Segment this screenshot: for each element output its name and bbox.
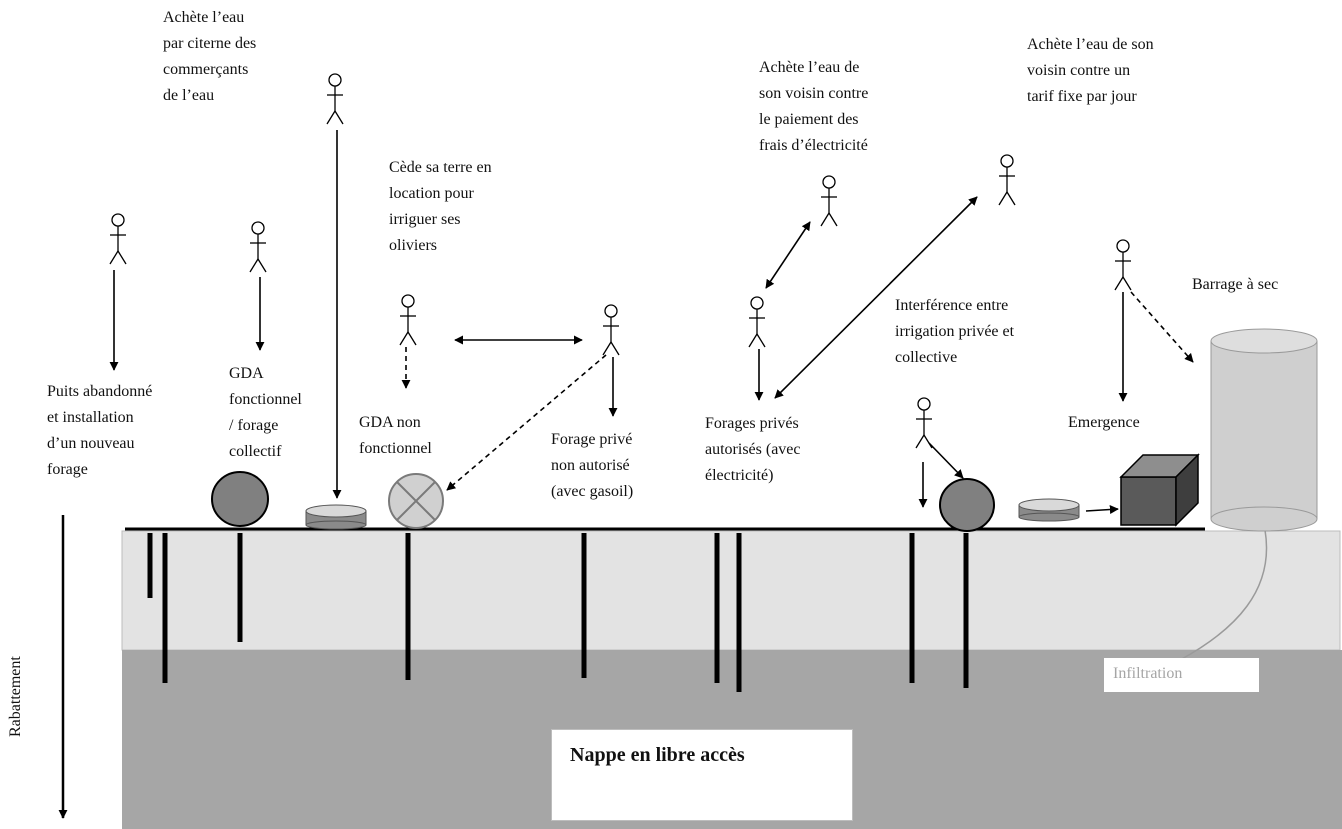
- stick-figures: [109, 73, 1132, 449]
- stick-figure-icon: [998, 154, 1016, 206]
- label-buys-neighbor-fixed: Achète l’eau de son voisin contre un tar…: [1027, 36, 1154, 105]
- label-interference: Interférence entre irrigation privée et …: [895, 297, 1015, 366]
- arrow-unauthorized-dashed: [446, 354, 607, 491]
- dam-cylinder-icon: [1210, 328, 1318, 532]
- stick-figure-icon: [326, 73, 344, 125]
- label-aquifer: Nappe en libre accès: [570, 744, 745, 766]
- emergence-box-icon: [1119, 453, 1200, 527]
- arrows: [109, 130, 1194, 514]
- label-buys-neighbor-electricity: Achète l’eau de son voisin contre le pai…: [759, 59, 869, 154]
- stick-figure-icon: [109, 213, 127, 265]
- wells: [147, 533, 969, 692]
- label-private-authorized: Forages privés autorisés (avec électrici…: [705, 415, 801, 484]
- label-emergence: Emergence: [1068, 414, 1140, 431]
- pumping-station-icon: [939, 478, 995, 532]
- pumping-station-icon: [211, 471, 269, 527]
- storage-basin-icon: [305, 504, 367, 530]
- stick-figure-icon: [249, 221, 267, 273]
- label-drawdown: Rabattement: [7, 656, 24, 737]
- arrow-interference-station: [928, 442, 964, 479]
- nonfunctional-station-icon: [388, 473, 444, 529]
- stick-figure-icon: [1114, 239, 1132, 291]
- arrow-basin-to-emergence: [1085, 505, 1119, 514]
- arrow-dam-dashed: [1130, 291, 1194, 363]
- storage-basin-icon: [1018, 498, 1080, 522]
- arrow-neighbor-fixed: [774, 196, 978, 399]
- unsaturated-zone: [121, 530, 1341, 651]
- stick-figure-icon: [915, 397, 933, 449]
- label-buys-tanker: Achète l’eau par citerne des commerçants…: [163, 9, 257, 104]
- label-private-unauthorized: Forage privé non autorisé (avec gasoil): [551, 431, 634, 500]
- stick-figure-icon: [820, 175, 838, 227]
- stick-figure-icon: [602, 304, 620, 356]
- infiltration-curve: [1179, 529, 1268, 661]
- label-infiltration: Infiltration: [1113, 665, 1183, 682]
- label-cedes-land: Cède sa terre en location pour irriguer …: [389, 159, 492, 254]
- label-dry-dam: Barrage à sec: [1192, 276, 1279, 293]
- infiltration-box: [1104, 658, 1259, 692]
- stick-figure-icon: [748, 296, 766, 348]
- arrow-neighbor-electricity: [765, 221, 811, 289]
- label-gda-nonfunctional: GDA non fonctionnel: [359, 414, 432, 457]
- aquifer-label-box: [551, 729, 853, 821]
- label-gda-functional: GDA fonctionnel / forage collectif: [229, 365, 302, 460]
- stick-figure-icon: [399, 294, 417, 346]
- label-abandoned-well: Puits abandonné et installation d’un nou…: [47, 383, 153, 478]
